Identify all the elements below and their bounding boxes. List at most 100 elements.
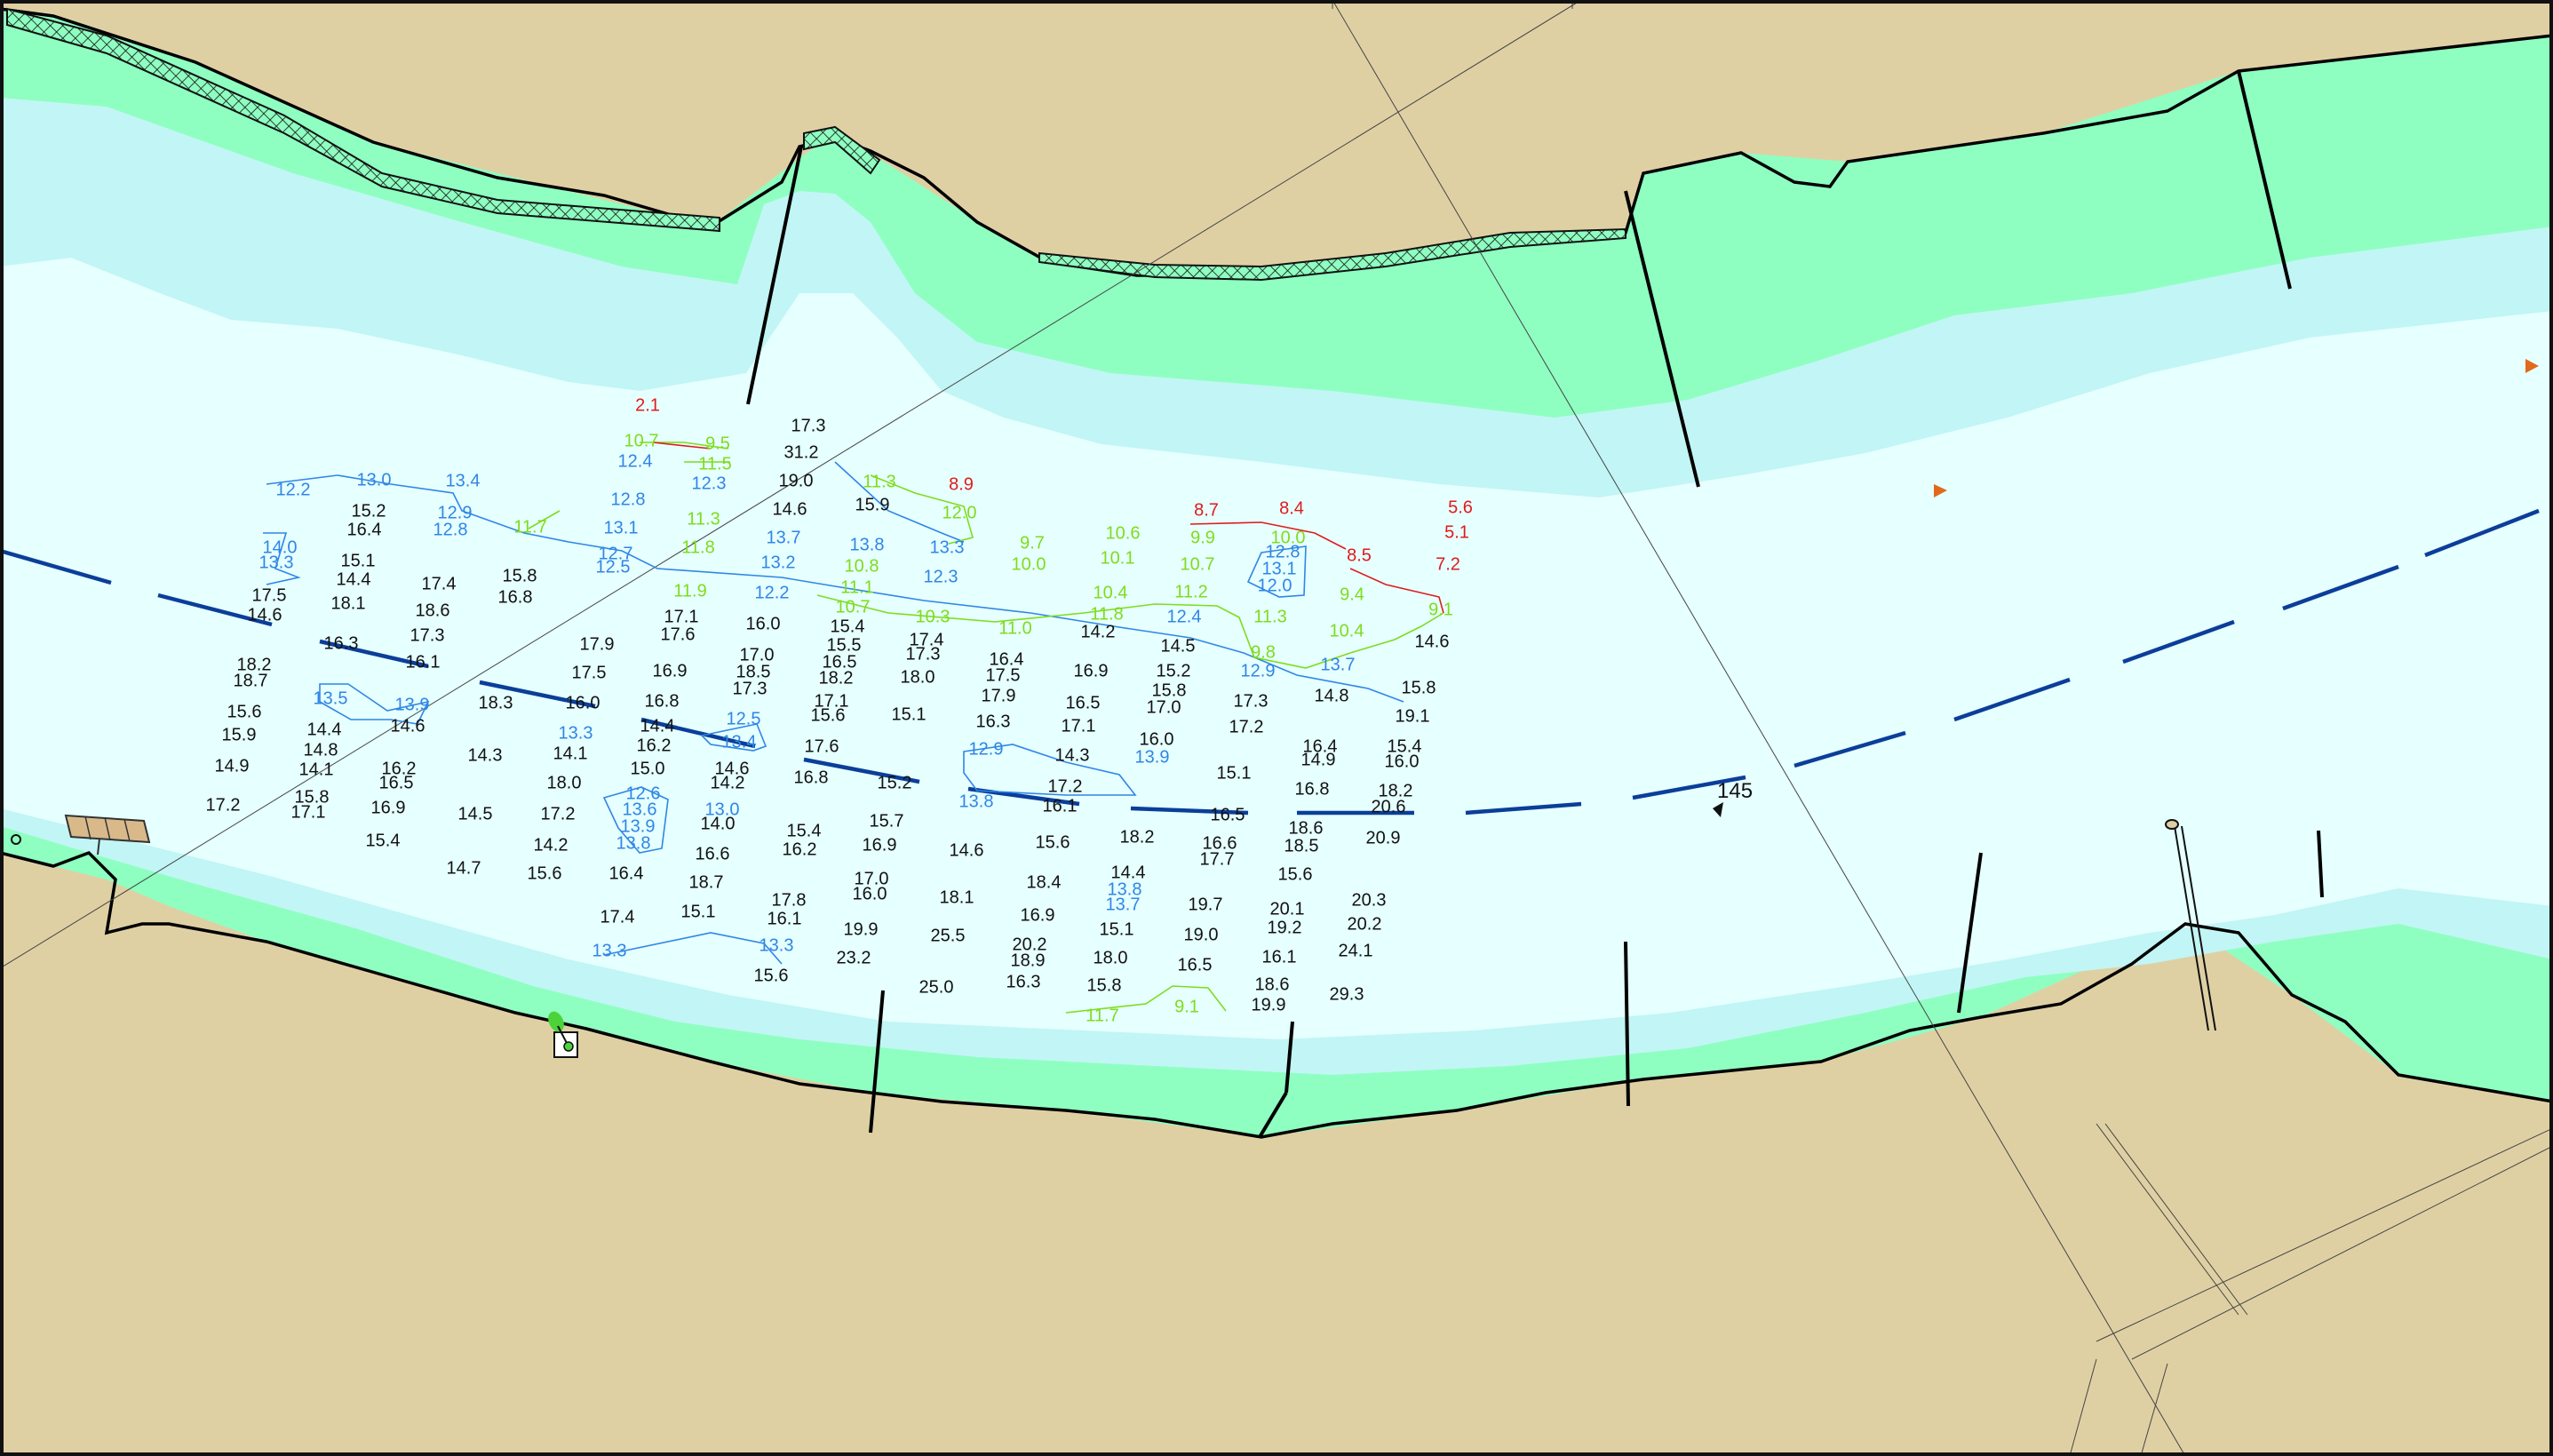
depth-sounding: 13.3 — [593, 941, 627, 960]
depth-sounding: 16.4 — [347, 520, 382, 539]
depth-sounding: 11.3 — [1253, 607, 1286, 626]
depth-sounding: 16.1 — [1043, 796, 1078, 816]
depth-sounding: 18.1 — [940, 887, 974, 907]
deep-water-zone — [0, 258, 2553, 1039]
depth-sounding: 12.5 — [596, 557, 631, 577]
depth-sounding: 15.6 — [1278, 864, 1313, 884]
depth-sounding: 16.9 — [1074, 661, 1109, 680]
depth-sounding: 9.5 — [705, 434, 730, 453]
depth-sounding: 14.6 — [950, 840, 984, 860]
depth-sounding: 16.6 — [696, 844, 730, 863]
buoy-marker-east[interactable] — [2525, 359, 2539, 373]
depth-sounding: 19.9 — [844, 919, 879, 939]
depth-sounding: 17.8 — [772, 890, 807, 910]
depth-sounding: 14.0 — [701, 814, 736, 833]
depth-sounding: 16.0 — [566, 693, 600, 712]
depth-sounding: 18.2 — [1120, 827, 1155, 847]
depth-sounding: 12.7 — [599, 544, 633, 563]
depth-sounding: 14.6 — [1415, 632, 1450, 651]
depth-sounding: 20.2 — [1348, 914, 1382, 934]
depth-sounding: 15.6 — [528, 863, 562, 883]
depth-sounding: 13.7 — [1321, 655, 1356, 674]
depth-sounding: 12.4 — [1167, 607, 1202, 626]
depth-sounding: 17.1 — [815, 691, 849, 711]
depth-sounding: 16.9 — [371, 798, 406, 817]
navigation-light-icon[interactable] — [545, 1009, 578, 1058]
depth-sounding: 20.9 — [1366, 828, 1401, 847]
depth-sounding: 17.2 — [541, 804, 576, 823]
depth-sounding: 11.3 — [863, 472, 895, 491]
depth-sounding: 5.6 — [1448, 497, 1473, 517]
depth-sounding: 17.4 — [600, 907, 635, 927]
mile-marker-label: 145 — [1717, 779, 1753, 803]
hatched-area-groin — [803, 125, 881, 175]
depth-sounding: 17.1 — [664, 607, 699, 626]
depth-sounding: 16.9 — [1021, 905, 1055, 925]
depth-sounding: 14.4 — [640, 716, 675, 736]
depth-sounding: 17.5 — [986, 665, 1021, 685]
depth-sounding: 14.2 — [711, 773, 745, 792]
depth-sounding: 12.3 — [924, 567, 958, 586]
depth-sounding: 25.5 — [931, 926, 966, 945]
depth-sounding: 18.6 — [1289, 818, 1324, 838]
buoy-marker-center[interactable] — [1934, 484, 1947, 497]
depth-sounding: 16.9 — [863, 835, 897, 855]
depth-sounding: 18.7 — [689, 872, 724, 892]
depth-sounding: 17.0 — [740, 645, 775, 664]
depth-sounding: 12.9 — [969, 739, 1004, 759]
depth-sounding: 10.6 — [1106, 523, 1141, 543]
depth-sounding: 12.8 — [433, 520, 468, 539]
depth-sounding: 11.3 — [687, 509, 720, 529]
depth-sounding: 20.1 — [1270, 899, 1305, 919]
depth-sounding: 16.5 — [1178, 955, 1213, 975]
depth-sounding: 17.7 — [1200, 849, 1235, 869]
depth-sounding: 18.0 — [901, 667, 935, 687]
depth-sounding: 13.7 — [1106, 895, 1141, 914]
depth-sounding: 13.2 — [761, 553, 796, 572]
depth-sounding: 18.2 — [237, 655, 272, 674]
depth-sounding: 29.3 — [1330, 984, 1364, 1004]
depth-sounding: 8.4 — [1279, 498, 1304, 518]
depth-sounding: 15.6 — [811, 705, 846, 725]
depth-sounding: 13.9 — [1135, 747, 1170, 767]
depth-sounding: 15.1 — [892, 704, 927, 724]
depth-sounding: 14.9 — [1301, 750, 1336, 769]
depth-sounding: 14.2 — [1081, 622, 1116, 641]
depth-sounding: 15.2 — [352, 501, 386, 521]
depth-sounding: 15.6 — [754, 966, 789, 985]
depth-sounding: 13.8 — [616, 833, 651, 853]
depth-sounding: 12.8 — [611, 489, 646, 509]
depth-sounding: 7.2 — [1436, 554, 1460, 574]
depth-sounding: 14.7 — [447, 858, 481, 878]
depth-sounding: 18.0 — [1094, 948, 1128, 967]
depth-sounding: 14.6 — [391, 716, 426, 736]
depth-sounding: 15.6 — [1036, 832, 1070, 852]
depth-sounding: 17.2 — [1229, 717, 1264, 736]
depth-sounding: 16.4 — [1303, 736, 1338, 756]
depth-sounding: 20.6 — [1372, 797, 1406, 816]
depth-sounding: 31.2 — [784, 442, 819, 462]
depth-sounding: 14.9 — [215, 756, 250, 776]
depth-sounding: 13.5 — [314, 688, 348, 708]
depth-sounding: 17.4 — [422, 574, 457, 593]
hatched-area-northwest — [6, 7, 720, 233]
depth-sounding: 16.8 — [1295, 779, 1330, 799]
depth-sounding: 20.3 — [1352, 890, 1387, 910]
depth-sounding: 14.6 — [248, 605, 282, 625]
depth-sounding: 13.3 — [559, 723, 593, 743]
depth-sounding: 13.3 — [760, 935, 794, 955]
depth-sounding: 16.3 — [1006, 972, 1041, 991]
depth-sounding: 12.9 — [438, 503, 473, 522]
depth-sounding: 15.8 — [295, 787, 330, 807]
depth-sounding: 17.9 — [580, 634, 615, 654]
mile-marker-symbol — [1713, 802, 1723, 817]
depth-sounding: 10.4 — [1330, 621, 1364, 640]
depth-sounding: 19.0 — [779, 471, 814, 490]
depth-sounding: 15.4 — [831, 617, 865, 636]
hatched-area-center — [1038, 227, 1626, 282]
depth-sounding: 16.8 — [794, 768, 829, 787]
depth-sounding: 12.8 — [1266, 542, 1300, 561]
depth-sounding: 17.6 — [661, 625, 696, 644]
